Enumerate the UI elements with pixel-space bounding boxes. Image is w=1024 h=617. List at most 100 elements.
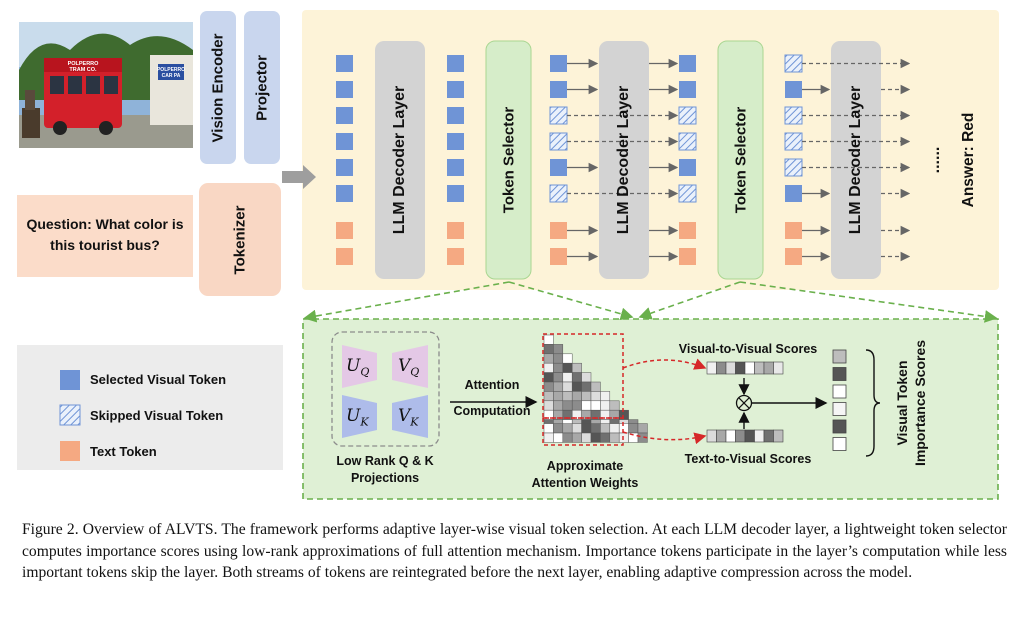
matrix-cell: [571, 381, 582, 392]
matrix-cell: [600, 391, 611, 402]
matrix-text-cell: [553, 423, 564, 434]
legend-text-swatch: [60, 441, 80, 461]
token-selector-1: Token Selector: [486, 41, 531, 279]
t2v-score-cell: [773, 429, 784, 443]
v2v-label: Visual-to-Visual Scores: [678, 342, 818, 356]
layer1-out-token-2: [447, 81, 464, 98]
matrix-cell: [581, 372, 592, 383]
multiply-circle: [735, 394, 753, 412]
matrix-cell: [562, 362, 573, 373]
v2v-score-cell: [716, 361, 727, 375]
uk-label: UK: [346, 406, 369, 429]
matrix-text-cell: [543, 432, 554, 443]
importance-score-cell: [832, 419, 847, 434]
matrix-text-cell: [600, 432, 611, 443]
layer2-out-token-8: [679, 248, 696, 265]
v2v-score-cell: [725, 361, 736, 375]
matrix-cell: [571, 372, 582, 383]
tokenizer-label: Tokenizer: [231, 205, 249, 274]
matrix-text-cell: [553, 432, 564, 443]
selector2-out-token-4: [784, 132, 803, 151]
input-token-5: [336, 159, 353, 176]
vk-label: VK: [398, 406, 419, 429]
matrix-cell: [571, 391, 582, 402]
layer1-out-token-8: [447, 248, 464, 265]
layer1-out-token-4: [447, 133, 464, 150]
matrix-text-cell: [562, 423, 573, 434]
matrix-cell: [543, 353, 554, 364]
matrix-text-cell: [590, 432, 601, 443]
selector1-out-token-3: [549, 106, 568, 125]
matrix-text-cell: [600, 423, 611, 434]
token-selector-1-box: [485, 40, 532, 280]
legend-selected-swatch: [60, 370, 80, 390]
matrix-text-cell: [581, 423, 592, 434]
matrix-cell: [562, 372, 573, 383]
t2v-score-cell: [763, 429, 774, 443]
input-token-3: [336, 107, 353, 124]
matrix-cell: [590, 381, 601, 392]
matrix-cell: [581, 400, 592, 411]
building-sign-line1: POLPERRO: [157, 67, 185, 73]
selector-link-mid2: [638, 281, 741, 320]
layer1-out-token-3: [447, 107, 464, 124]
vision-encoder-label: Vision Encoder: [209, 33, 227, 142]
matrix-cell: [553, 391, 564, 402]
token-selector-2-label: Token Selector: [732, 106, 749, 214]
matrix-text-cell: [590, 423, 601, 434]
attention-label-2: Computation: [453, 404, 531, 418]
legend-skipped-label: Skipped Visual Token: [90, 408, 224, 423]
matrix-cell: [600, 400, 611, 411]
matrix-text-cell: [637, 432, 648, 443]
building-sign-line2: CAR PA: [162, 73, 181, 79]
importance-score-cell: [832, 402, 847, 416]
selector2-out-token-2: [785, 81, 802, 98]
decoder-layer-2-label: LLM Decoder Layer: [615, 85, 632, 235]
input-token-2: [336, 81, 353, 98]
t2v-score-cell: [725, 429, 736, 443]
layer2-out-token-3: [678, 106, 697, 125]
selector1-out-token-5: [550, 159, 567, 176]
attention-label-1: Attention: [464, 378, 520, 392]
v2v-score-cell: [735, 361, 746, 375]
matrix-cell: [590, 391, 601, 402]
selector1-out-token-1: [550, 55, 567, 72]
decoder-layer-3-label: LLM Decoder Layer: [847, 85, 864, 235]
importance-score-cell: [832, 367, 847, 381]
tokenizer-box: [199, 183, 281, 296]
bus-sign-line2: TRAM CO.: [69, 67, 97, 73]
input-token-1: [336, 55, 353, 72]
matrix-text-cell: [628, 423, 639, 434]
t2v-label: Text-to-Visual Scores: [684, 452, 812, 466]
importance-score-cell: [832, 384, 847, 399]
layer1-out-token-1: [447, 55, 464, 72]
selector1-out-token-7: [550, 222, 567, 239]
matrix-cell: [553, 372, 564, 383]
layer1-out-token-5: [447, 159, 464, 176]
decoder-layer-3-box: [831, 41, 881, 279]
matrix-text-cell: [618, 432, 629, 443]
matrix-cell: [543, 381, 554, 392]
matrix-cell: [553, 344, 564, 355]
pipeline-background: [302, 10, 999, 290]
projector-label: Projector: [253, 54, 271, 121]
v2v-score-cell: [763, 361, 774, 375]
token-columns: [336, 54, 911, 265]
t2v-score-cell: [716, 429, 727, 443]
matrix-cell: [562, 353, 573, 364]
input-token-4: [336, 133, 353, 150]
matrix-cell: [543, 362, 554, 373]
matrix-cell: [543, 334, 554, 345]
layer2-out-token-1: [679, 55, 696, 72]
selector-link-right: [739, 281, 998, 323]
matrix-cell: [581, 391, 592, 402]
selector2-out-token-7: [785, 222, 802, 239]
bus-sign-line1: POLPERRO: [68, 61, 100, 67]
layer2-out-token-2: [679, 81, 696, 98]
uq-label: UQ: [346, 356, 370, 379]
input-token-8: [336, 248, 353, 265]
selector1-out-token-4: [549, 132, 568, 151]
v2v-score-cell: [744, 361, 755, 375]
